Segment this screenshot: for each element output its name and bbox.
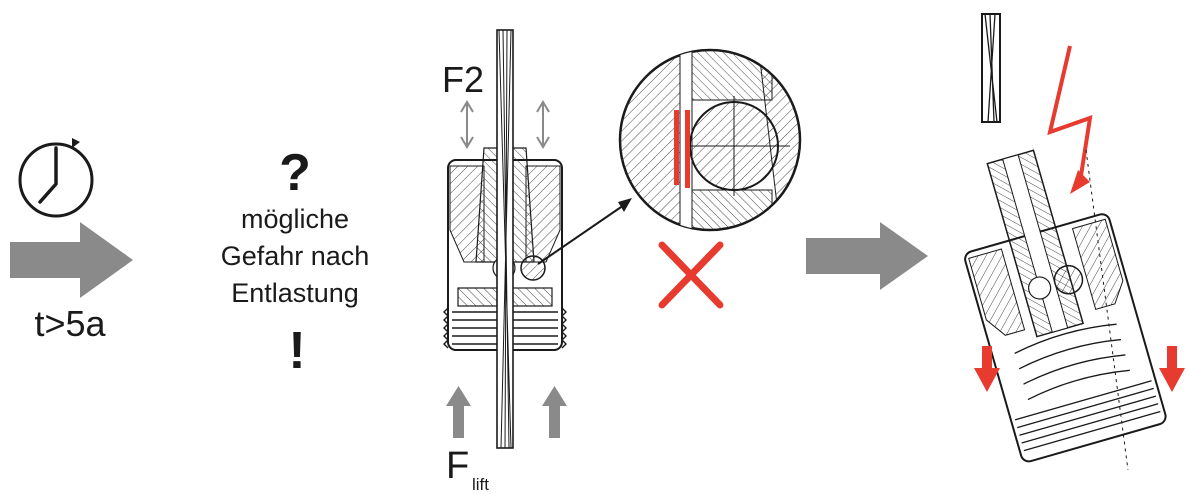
double-arrow-left [460, 100, 474, 149]
force-bottom-label: F [446, 445, 469, 487]
tilted-anchor [964, 149, 1167, 463]
question-mark: ? [279, 144, 311, 202]
result-arrow [806, 222, 928, 290]
warning-line-3: Entlastung [231, 278, 359, 308]
force-bottom-subscript: lift [472, 475, 489, 494]
locking-ball [520, 255, 546, 281]
lift-arrow-left [446, 386, 471, 438]
drop-arrow-left [974, 346, 1000, 392]
time-label: t>5a [34, 303, 106, 344]
double-arrow-right [536, 100, 550, 149]
lightning-icon [1047, 45, 1093, 183]
detail-view [618, 48, 802, 232]
clock-icon [18, 138, 94, 218]
exclamation-mark: ! [288, 322, 305, 380]
broken-rope-fragment [981, 13, 1001, 123]
time-arrow [10, 222, 133, 298]
warning-line-1: mögliche [241, 204, 349, 234]
warning-line-2: Gefahr nach [221, 241, 370, 271]
cross-icon [658, 241, 724, 309]
contact-mark-1 [674, 110, 679, 185]
drop-arrow-right [1159, 346, 1185, 392]
lift-arrow-right [542, 386, 567, 438]
force-top-label: F2 [442, 59, 484, 100]
anchor-cross-section [443, 29, 632, 449]
contact-mark-2 [685, 110, 690, 188]
